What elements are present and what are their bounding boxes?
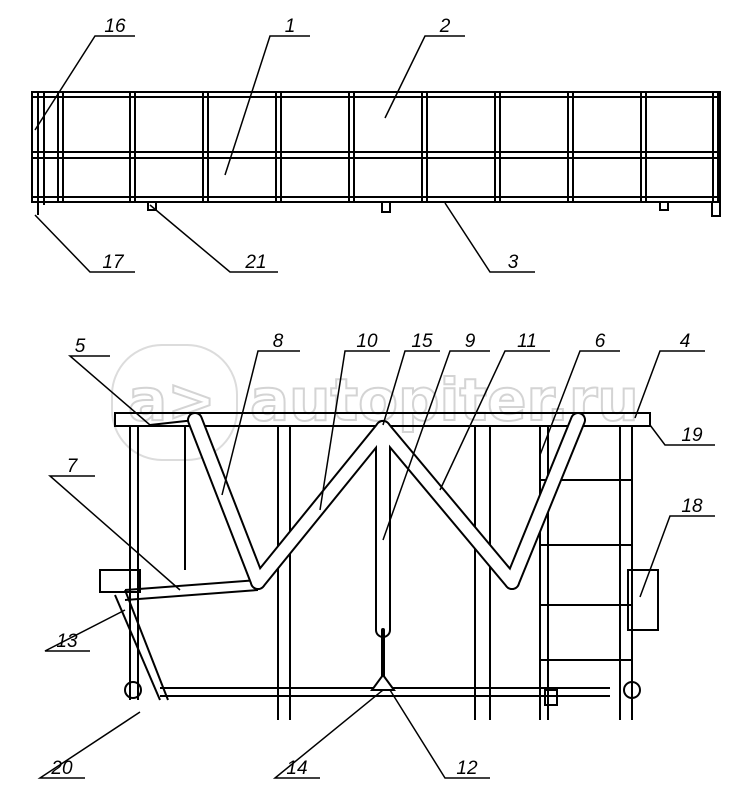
label-8: 8	[273, 331, 284, 352]
label-7: 7	[67, 456, 79, 477]
label-10: 10	[356, 331, 378, 352]
top-view-frame	[31, 91, 721, 217]
part-labels: 16 1 2 17 21 3 5 8 10 15 9 11 6 4 19 7 1…	[50, 16, 703, 779]
hydraulic-cylinders	[187, 412, 586, 691]
label-14: 14	[286, 758, 307, 779]
label-15: 15	[411, 331, 433, 352]
label-3: 3	[508, 252, 519, 273]
label-21: 21	[244, 252, 266, 273]
label-18: 18	[681, 496, 703, 517]
label-9: 9	[465, 331, 476, 352]
label-11: 11	[517, 331, 537, 352]
watermark: a> autopiter.ru	[111, 344, 640, 461]
label-4: 4	[680, 331, 691, 352]
label-17: 17	[102, 252, 125, 273]
label-5: 5	[75, 336, 86, 357]
label-2: 2	[439, 16, 451, 37]
label-19: 19	[681, 425, 703, 446]
label-12: 12	[456, 758, 478, 779]
label-6: 6	[595, 331, 606, 352]
label-16: 16	[104, 16, 126, 37]
leader-lines	[34, 35, 715, 779]
label-1: 1	[285, 16, 296, 37]
label-13: 13	[56, 631, 78, 652]
label-20: 20	[50, 758, 73, 779]
